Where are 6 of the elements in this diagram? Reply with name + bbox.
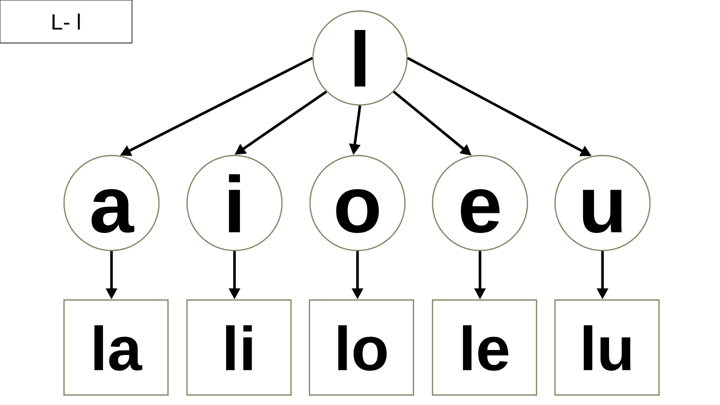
syllable-box: la [63,299,169,396]
syllable-box: lo [308,299,414,396]
syllable-box: le [432,299,538,396]
label-box: L- l [0,0,132,44]
syllable-box: lu [554,299,660,396]
syllable-box: li [186,299,292,396]
